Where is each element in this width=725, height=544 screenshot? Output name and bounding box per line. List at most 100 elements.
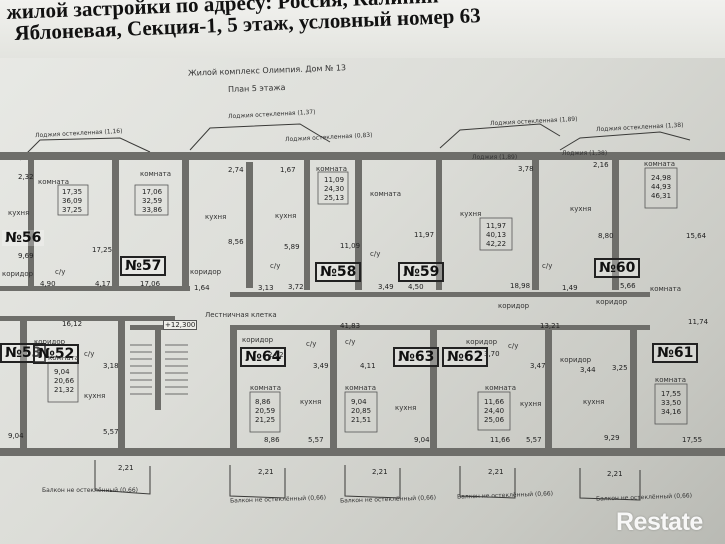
dimension-value: 9,29 (604, 434, 620, 442)
dimension-value: 4,11 (360, 362, 376, 370)
header-area: жилой застройки по адресу: Россия, Калин… (0, 0, 725, 58)
area-value: 11,09 (324, 176, 345, 184)
apartment-64-label: №64 (240, 347, 287, 367)
dimension-value: 8,56 (228, 238, 244, 246)
area-value: 21,51 (351, 416, 372, 424)
apartment-number: 61 (673, 345, 694, 361)
dimension-value: 9,04 (414, 436, 430, 444)
room-label: комната (650, 285, 682, 293)
dimension-value: 3,25 (612, 364, 628, 372)
bathroom-label: с/у (84, 350, 95, 358)
area-value: 17,35 (62, 188, 83, 196)
area-value: 25,13 (324, 194, 345, 202)
room-label: комната (644, 160, 676, 168)
apartment-number: 52 (54, 346, 75, 362)
apartment-57-label: №57 (120, 256, 167, 276)
area-value: 20,59 (255, 407, 276, 415)
area-value: 40,13 (486, 231, 507, 239)
apartment-number: 56 (21, 230, 42, 246)
stairs-label: Лестничная клетка (205, 311, 277, 319)
apartment-52-label: №52 (33, 344, 80, 364)
dimension-value: 13,21 (540, 322, 561, 330)
area-value: 24,98 (651, 174, 672, 182)
area-value: 11,97 (486, 222, 507, 230)
corridor-label: коридор (560, 356, 592, 364)
kitchen-label: кухня (84, 392, 106, 400)
area-value: 24,40 (484, 407, 505, 415)
corridor-label: коридор (596, 298, 628, 306)
dimension-value: 1,64 (194, 284, 210, 292)
dimension-value: 9,69 (18, 252, 34, 260)
corridor-label: коридор (34, 338, 66, 346)
area-value: 21,32 (54, 386, 75, 394)
apartment-number: 62 (463, 349, 484, 365)
area-value: 24,30 (324, 185, 345, 193)
area-value: 11,66 (484, 398, 505, 406)
balcony-area: 2,21 (258, 468, 274, 476)
corridor-label: коридор (2, 270, 34, 278)
room-label: комната (655, 376, 687, 384)
apartment-number: 64 (261, 349, 282, 365)
room-label: комната (48, 354, 80, 362)
room-label: комната (485, 384, 517, 392)
corridor-label: коридор (466, 338, 498, 346)
bathroom-label: с/у (542, 262, 553, 270)
dimension-value: 1,49 (562, 284, 578, 292)
dimension-value: 2,62 (268, 351, 284, 359)
dimension-value: 17,25 (92, 246, 113, 254)
area-value: 33,50 (661, 399, 682, 407)
balcony-area: 2,21 (372, 468, 388, 476)
dimension-value: 11,74 (688, 318, 709, 326)
dimension-value: 16,12 (62, 320, 83, 328)
area-value: 9,04 (54, 368, 70, 376)
room-label: комната (370, 190, 402, 198)
apartment-number: 59 (419, 264, 440, 280)
area-value: 21,25 (255, 416, 276, 424)
balcony-area: 2,21 (607, 470, 623, 478)
kitchen-label: кухня (205, 213, 227, 221)
area-value: 9,04 (351, 398, 367, 406)
dimension-value: 3,13 (258, 284, 274, 292)
balcony-label: Балкон не остеклённый (0,66) (42, 487, 139, 494)
apartment-59-label: №59 (398, 262, 445, 282)
dimension-value: 3,78 (518, 165, 534, 173)
area-value: 36,09 (62, 197, 83, 205)
apartment-number: 58 (336, 264, 357, 280)
loggia-label: Лоджия (1,89) (472, 154, 518, 161)
area-value: 20,66 (54, 377, 75, 385)
area-value: 37,25 (62, 206, 83, 214)
dimension-value: 5,57 (526, 436, 542, 444)
corridor-label: коридор (190, 268, 222, 276)
bathroom-label: с/у (306, 340, 317, 348)
dimension-value: 17,55 (682, 436, 703, 444)
area-value: 17,06 (142, 188, 163, 196)
kitchen-label: кухня (300, 398, 322, 406)
area-value: 32,59 (142, 197, 163, 205)
dimension-value: 2,32 (18, 173, 34, 181)
dimension-value: 11,97 (414, 231, 435, 239)
room-label: комната (345, 384, 377, 392)
kitchen-label: кухня (8, 209, 30, 217)
area-value: 44,93 (651, 183, 672, 191)
dimension-value: 5,66 (620, 282, 636, 290)
kitchen-label: кухня (570, 205, 592, 213)
corridor-label: коридор (242, 336, 274, 344)
area-value: 42,22 (486, 240, 507, 248)
apartment-60-label: №60 (594, 258, 641, 278)
apartment-56-label: №56 (2, 230, 45, 246)
apartment-58-label: №58 (315, 262, 362, 282)
kitchen-label: кухня (583, 398, 605, 406)
bathroom-label: с/у (370, 250, 381, 258)
area-value: 8,86 (255, 398, 271, 406)
apartment-61-label: №61 (652, 343, 699, 363)
area-value: 17,55 (661, 390, 682, 398)
kitchen-label: кухня (395, 404, 417, 412)
dimension-value: 8,86 (264, 436, 280, 444)
bathroom-label: с/у (345, 338, 356, 346)
